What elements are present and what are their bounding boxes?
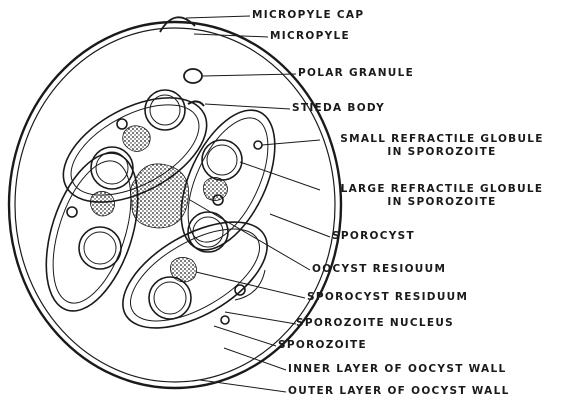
- small-refractile-globule: [221, 316, 229, 324]
- label-sporozoite: SPOROZOITE: [278, 339, 367, 352]
- micropyle-cap: [160, 17, 195, 32]
- polar-granule: [184, 69, 202, 83]
- label-large-refractile-line2: IN SPOROZOITE: [322, 196, 562, 209]
- leader-sporocyst: [270, 214, 330, 237]
- leader-small-refractile: [262, 140, 320, 145]
- label-polar-granule: POLAR GRANULE: [298, 67, 414, 80]
- large-refractile-globule: [79, 227, 121, 269]
- sporocyst-lower-left: [29, 142, 156, 323]
- sporocyst-residuum: [90, 191, 114, 216]
- label-inner-layer: INNER LAYER OF OOCYST WALL: [288, 363, 506, 376]
- label-large-refractile-globule: LARGE REFRACTILE GLOBULE IN SPOROZOITE: [322, 183, 562, 209]
- leader-sporozoite: [214, 326, 276, 346]
- oocyst-residuum: [131, 164, 189, 228]
- sporocyst-residuum: [203, 177, 227, 200]
- leader-micropyle: [194, 34, 268, 37]
- large-refractile-globule: [145, 90, 185, 130]
- label-small-refractile-globule: SMALL REFRACTILE GLOBULE IN SPOROZOITE: [322, 133, 562, 159]
- leader-sporozoite-nucleus: [225, 312, 296, 324]
- large-refractile-globule: [202, 140, 242, 180]
- large-refractile-globule: [149, 277, 191, 319]
- label-sporozoite-nucleus: SPOROZOITE NUCLEUS: [296, 317, 454, 330]
- label-outer-layer: OUTER LAYER OF OOCYST WALL: [288, 385, 510, 398]
- leader-stieda-body: [205, 104, 290, 109]
- label-large-refractile-line1: LARGE REFRACTILE GLOBULE: [322, 183, 562, 196]
- label-micropyle: MICROPYLE: [270, 30, 350, 43]
- leader-large-refractile: [240, 162, 320, 190]
- label-sporocyst: SPOROCYST: [332, 230, 415, 243]
- leader-outer-wall: [200, 380, 286, 392]
- small-refractile-globule: [235, 285, 245, 295]
- small-refractile-globule: [117, 119, 127, 129]
- label-micropyle-cap: MICROPYLE CAP: [252, 9, 364, 22]
- leader-oocyst-residuum: [190, 200, 310, 270]
- sporocyst-residuum: [123, 126, 151, 152]
- small-refractile-globule: [254, 141, 262, 149]
- label-sporocyst-residuum: SPOROCYST RESIDUUM: [307, 291, 468, 304]
- small-refractile-globule: [67, 207, 77, 217]
- leader-polar-granule: [203, 74, 296, 76]
- leader-micropyle-cap: [186, 16, 250, 18]
- large-refractile-globule: [188, 212, 228, 252]
- label-oocyst-residuum: OOCYST RESIOUUM: [312, 263, 446, 276]
- label-small-refractile-line1: SMALL REFRACTILE GLOBULE: [322, 133, 562, 146]
- label-stieda-body: STIEDA BODY: [292, 102, 385, 115]
- label-small-refractile-line2: IN SPOROZOITE: [322, 146, 562, 159]
- sporocyst-residuum: [170, 257, 196, 282]
